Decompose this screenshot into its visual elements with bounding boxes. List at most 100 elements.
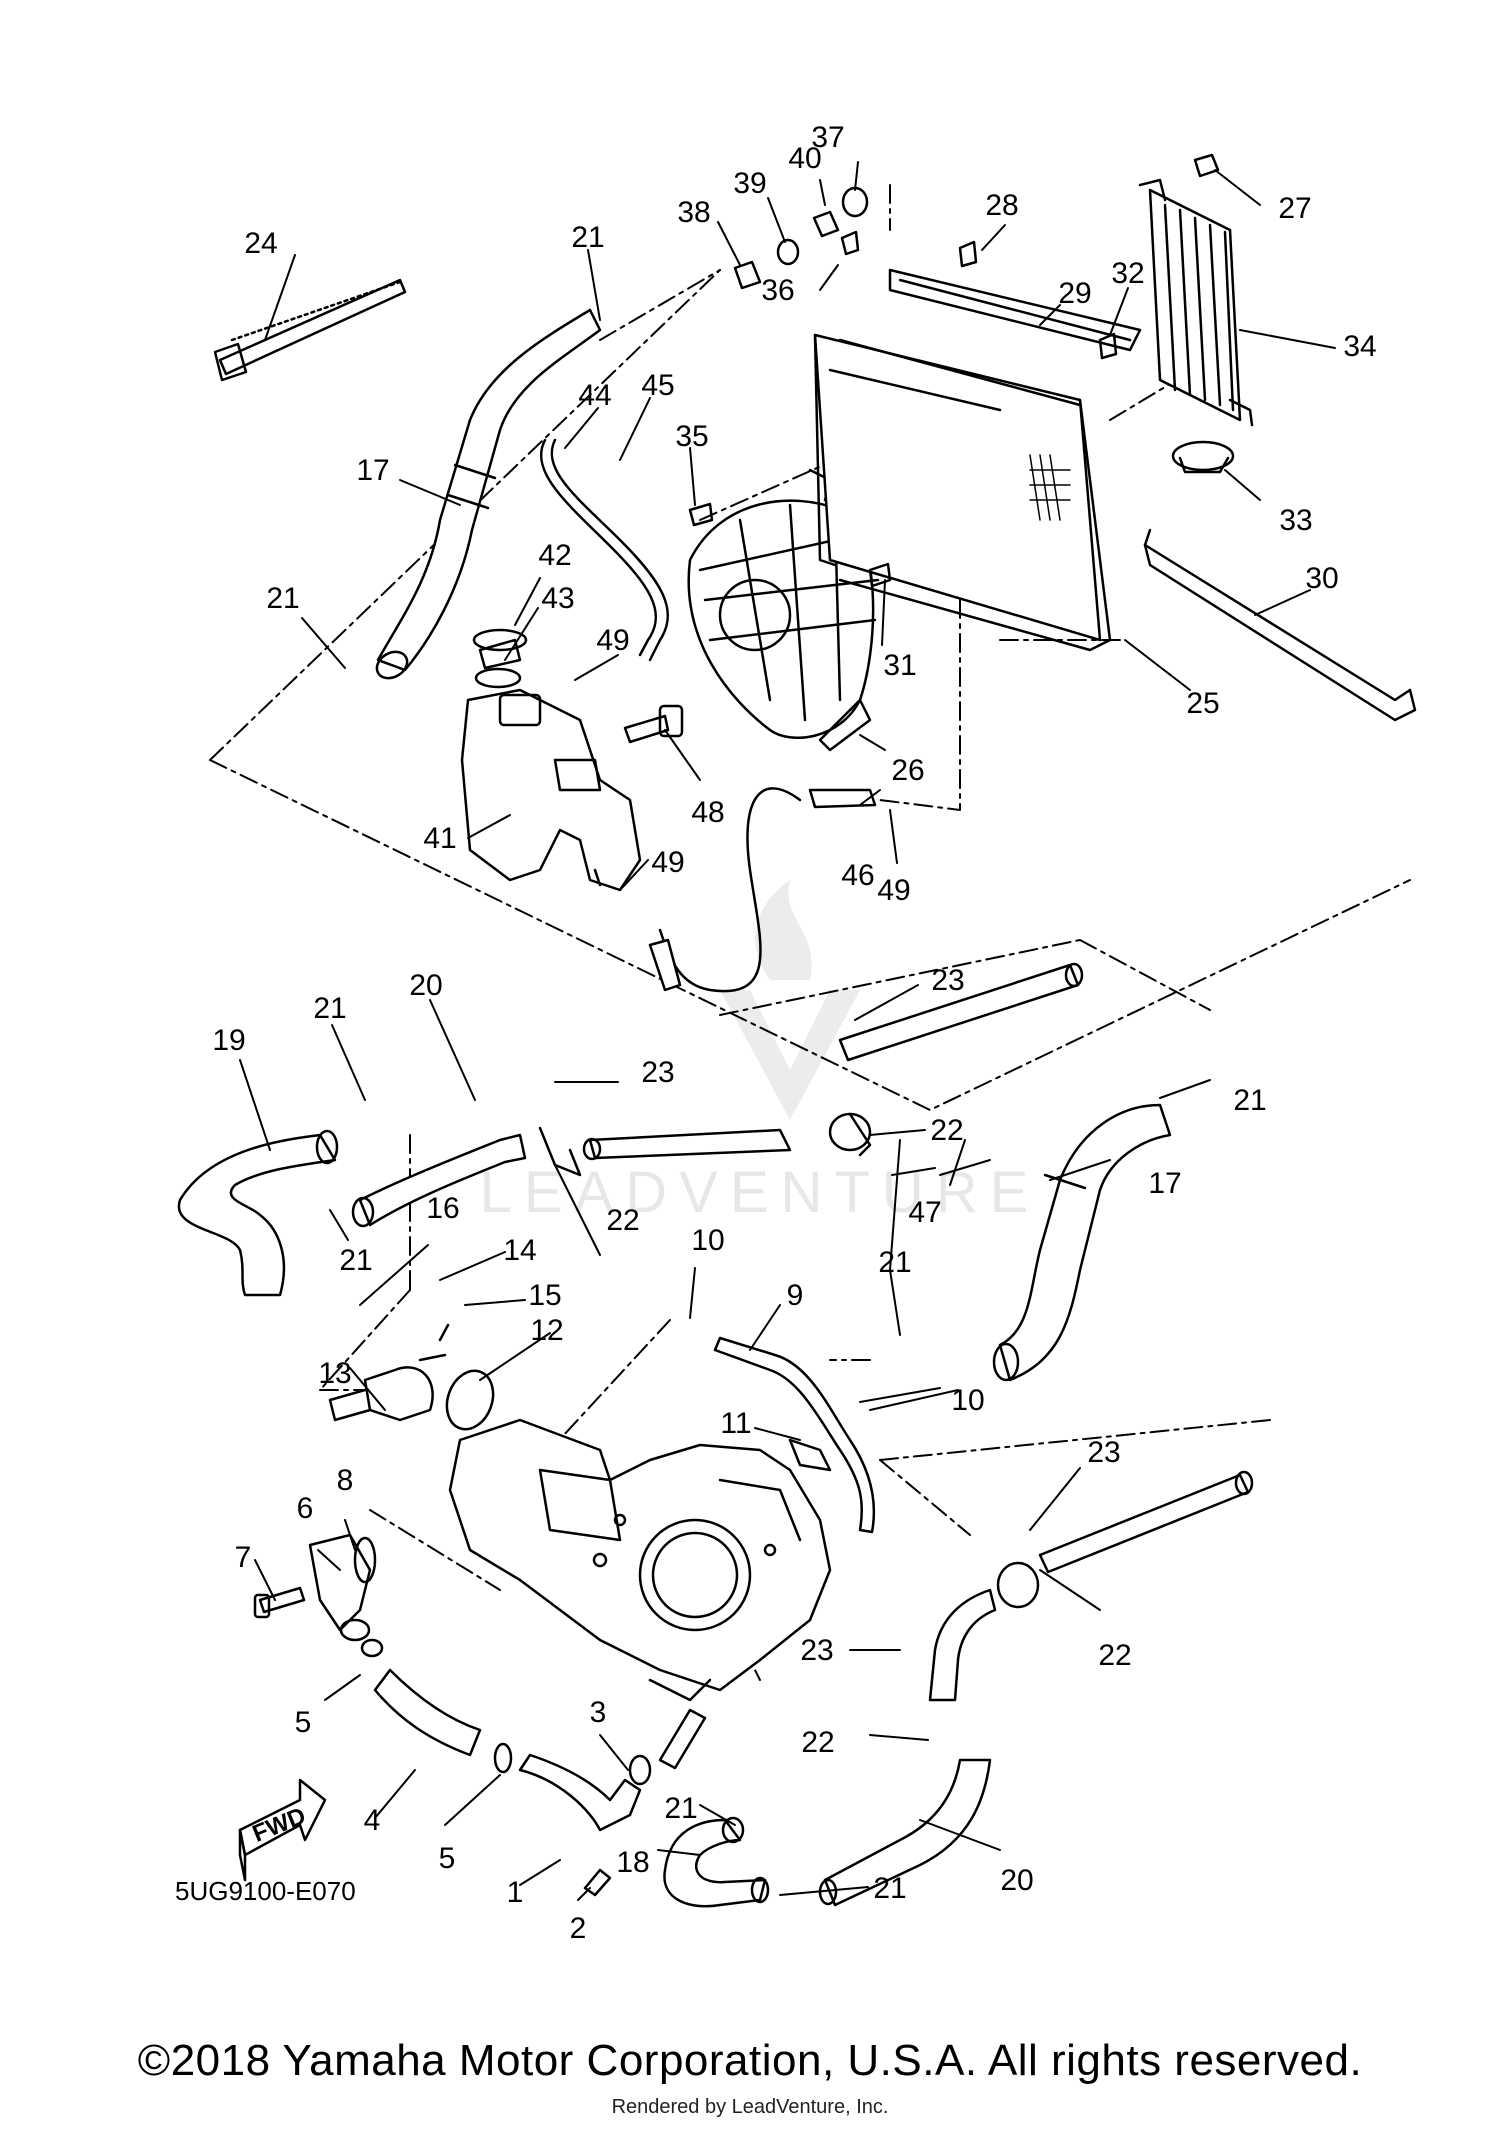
mounting-hardware <box>688 153 1220 588</box>
radiator-lower-bracket <box>1143 528 1417 722</box>
callout-29: 29 <box>1058 277 1091 310</box>
left-coolant-hose <box>177 1129 339 1297</box>
callout-11: 11 <box>720 1407 751 1440</box>
callout-40: 40 <box>788 142 821 175</box>
callout-21: 21 <box>1233 1084 1266 1117</box>
callout-23: 23 <box>1087 1436 1120 1469</box>
callout-21: 21 <box>313 992 346 1025</box>
callout-23: 23 <box>641 1056 674 1089</box>
callout-9: 9 <box>787 1279 804 1312</box>
water-pump-hose <box>360 1638 482 1757</box>
callout-leaders <box>239 161 1336 1901</box>
callout-36: 36 <box>761 274 794 307</box>
callout-20: 20 <box>409 969 442 1002</box>
callout-49: 49 <box>651 846 684 879</box>
callout-21: 21 <box>339 1244 372 1277</box>
lower-right-hose <box>818 1588 997 1907</box>
callout-49: 49 <box>596 624 629 657</box>
callout-45: 45 <box>641 369 674 402</box>
callout-25: 25 <box>1186 687 1219 720</box>
callout-7: 7 <box>235 1541 252 1574</box>
callout-22: 22 <box>801 1726 834 1759</box>
callout-20: 20 <box>1000 1864 1033 1897</box>
diagram-code: 5UG9100-E070 <box>175 1876 356 1906</box>
rendered-by-notice: Rendered by LeadVenture, Inc. <box>611 2096 889 2118</box>
overflow-hose <box>648 787 877 993</box>
callout-8: 8 <box>337 1464 354 1497</box>
copyright-notice: ©2018 Yamaha Motor Corporation, U.S.A. A… <box>137 2036 1363 2085</box>
callout-27: 27 <box>1278 192 1311 225</box>
callout-22: 22 <box>930 1114 963 1147</box>
center-coolant-hose <box>351 1128 792 1228</box>
radiator-upper-bracket <box>888 268 1142 352</box>
callout-12: 12 <box>530 1314 563 1347</box>
callout-1: 1 <box>507 1876 524 1909</box>
callout-23: 23 <box>800 1634 833 1667</box>
cable-tie-part <box>213 278 407 382</box>
callout-42: 42 <box>538 539 571 572</box>
callout-4: 4 <box>364 1804 381 1837</box>
pipe-clamp <box>538 1112 872 1177</box>
callout-43: 43 <box>541 582 574 615</box>
callout-16: 16 <box>426 1192 459 1225</box>
right-coolant-hose <box>992 1103 1172 1382</box>
callout-28: 28 <box>985 189 1018 222</box>
callout-2: 2 <box>570 1912 587 1945</box>
callout-35: 35 <box>675 420 708 453</box>
callout-39: 39 <box>733 167 766 200</box>
callout-19: 19 <box>212 1024 245 1057</box>
bolt-part <box>623 704 684 744</box>
callout-46: 46 <box>841 859 874 892</box>
callout-22: 22 <box>1098 1639 1131 1672</box>
callout-30: 30 <box>1305 562 1338 595</box>
callout-17: 17 <box>356 454 389 487</box>
callout-21: 21 <box>571 221 604 254</box>
callout-23: 23 <box>931 964 964 997</box>
callout-21: 21 <box>873 1872 906 1905</box>
callout-21: 21 <box>266 582 299 615</box>
bottom-coolant-hose <box>663 1816 770 1908</box>
small-coolant-pipe <box>713 1336 876 1534</box>
callout-33: 33 <box>1279 504 1312 537</box>
coolant-reservoir-tank <box>460 628 642 892</box>
callout-21: 21 <box>664 1792 697 1825</box>
water-pump-cover <box>253 1533 377 1642</box>
radiator-cap <box>1171 440 1235 474</box>
callout-5: 5 <box>295 1706 312 1739</box>
callout-31: 31 <box>883 649 916 682</box>
callout-labels: 24 21 17 21 38 39 40 37 36 28 29 32 27 3… <box>175 121 1377 1945</box>
callout-22: 22 <box>606 1204 639 1237</box>
callout-18: 18 <box>616 1846 649 1879</box>
fwd-arrow-icon: FWD <box>238 1778 327 1882</box>
engine-outlet-hose <box>493 1708 707 1897</box>
coolant-pipe-upper <box>838 962 1084 1062</box>
callout-34: 34 <box>1343 330 1376 363</box>
callout-47: 47 <box>908 1196 941 1229</box>
callout-32: 32 <box>1111 257 1144 290</box>
callout-17: 17 <box>1148 1167 1181 1200</box>
thermostat-cover <box>328 1323 495 1431</box>
callout-3: 3 <box>590 1696 607 1729</box>
callout-44: 44 <box>578 379 611 412</box>
upper-radiator-hose <box>375 308 602 680</box>
coolant-pipe-lower <box>996 1470 1254 1609</box>
callout-37: 37 <box>811 121 844 154</box>
callout-14: 14 <box>503 1234 536 1267</box>
breather-hose <box>539 438 670 662</box>
callout-38: 38 <box>677 196 710 229</box>
callout-26: 26 <box>891 754 924 787</box>
callout-10: 10 <box>951 1384 984 1417</box>
callout-10: 10 <box>691 1224 724 1257</box>
callout-6: 6 <box>297 1492 314 1525</box>
callout-24: 24 <box>244 227 277 260</box>
callout-15: 15 <box>528 1279 561 1312</box>
oil-cooler <box>1138 178 1254 427</box>
callout-49: 49 <box>877 874 910 907</box>
callout-21: 21 <box>878 1246 911 1279</box>
callout-13: 13 <box>318 1357 351 1390</box>
callout-41: 41 <box>423 822 456 855</box>
engine-block <box>448 1418 832 1702</box>
callout-5: 5 <box>439 1842 456 1875</box>
callout-48: 48 <box>691 796 724 829</box>
